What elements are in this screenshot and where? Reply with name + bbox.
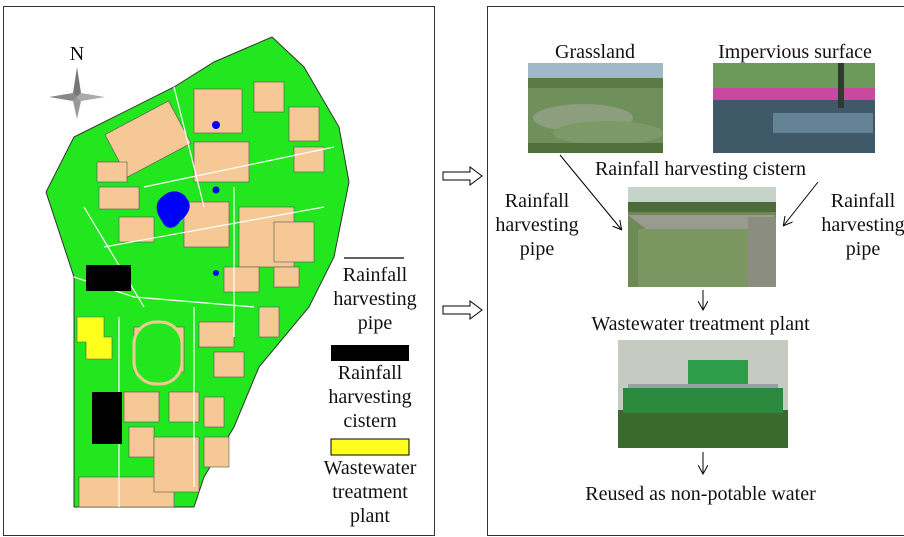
pipe-left-line-3: pipe (519, 238, 555, 260)
hollow-arrow-icon-2 (442, 300, 483, 320)
grassland-label: Grassland (555, 41, 635, 63)
plant-title: Wastewater treatment plant (591, 313, 810, 335)
campus-map (45, 36, 410, 508)
cistern-block-2 (92, 392, 122, 444)
legend-cistern-line-1: Rainfall (337, 362, 403, 384)
grassland-photo (528, 63, 663, 153)
legend-cistern-label: Rainfall harvesting cistern (310, 361, 430, 433)
arrow-impervious-to-cistern (784, 181, 819, 225)
hollow-arrow-icon-1 (442, 166, 483, 186)
compass-north-label: N (69, 43, 85, 65)
compass-icon (49, 67, 105, 119)
pipe-left-label: Rainfall harvesting pipe (482, 189, 592, 261)
legend-pipe-line-1: Rainfall (342, 264, 408, 286)
pipe-right-line-1: Rainfall (830, 190, 896, 212)
campus-map-panel: N Rainfall harvesting pipe Rainfall harv… (3, 6, 435, 536)
sports-track (132, 320, 184, 386)
legend-plant-line-1: Wastewater (323, 457, 417, 479)
cistern-photo (628, 187, 776, 287)
legend-plant-label: Wastewater treatment plant (310, 456, 430, 528)
pipe-right-line-2: harvesting (821, 214, 904, 236)
cistern-block-1 (86, 265, 131, 291)
cistern-title: Rainfall harvesting cistern (594, 158, 807, 180)
legend-pipe-label: Rainfall harvesting pipe (315, 263, 435, 335)
legend-cistern-line-2: harvesting (328, 386, 412, 408)
legend-pipe-line-3: pipe (357, 312, 393, 334)
treatment-plant-block (76, 316, 113, 360)
pipe-left-line-2: harvesting (495, 214, 579, 236)
flow-panel: Grassland Impervious surface Rainfall ha… (487, 6, 904, 536)
impervious-surface-photo (713, 63, 875, 153)
pipe-right-line-3: pipe (845, 238, 881, 260)
water-point-1 (212, 121, 220, 129)
legend-pipe-line-2: harvesting (333, 288, 417, 310)
water-point-2 (212, 186, 220, 194)
legend-plant-line-2: treatment (332, 481, 408, 503)
impervious-label: Impervious surface (718, 41, 872, 63)
water-point-3 (213, 270, 219, 276)
treatment-plant-photo (618, 340, 788, 448)
flow-arrows (559, 154, 819, 537)
lake (156, 191, 190, 228)
reuse-label: Reused as non-potable water (585, 483, 816, 505)
arrow-grass-to-cistern (559, 154, 621, 229)
legend-cistern-line-3: cistern (343, 410, 397, 432)
pipe-left-line-1: Rainfall (504, 190, 570, 212)
hollow-arrow-icons (442, 166, 483, 320)
pipe-right-label: Rainfall harvesting pipe (808, 189, 904, 261)
legend-plant-symbol (330, 438, 410, 456)
legend-plant-line-3: plant (350, 505, 390, 527)
legend-cistern-symbol (331, 345, 409, 361)
